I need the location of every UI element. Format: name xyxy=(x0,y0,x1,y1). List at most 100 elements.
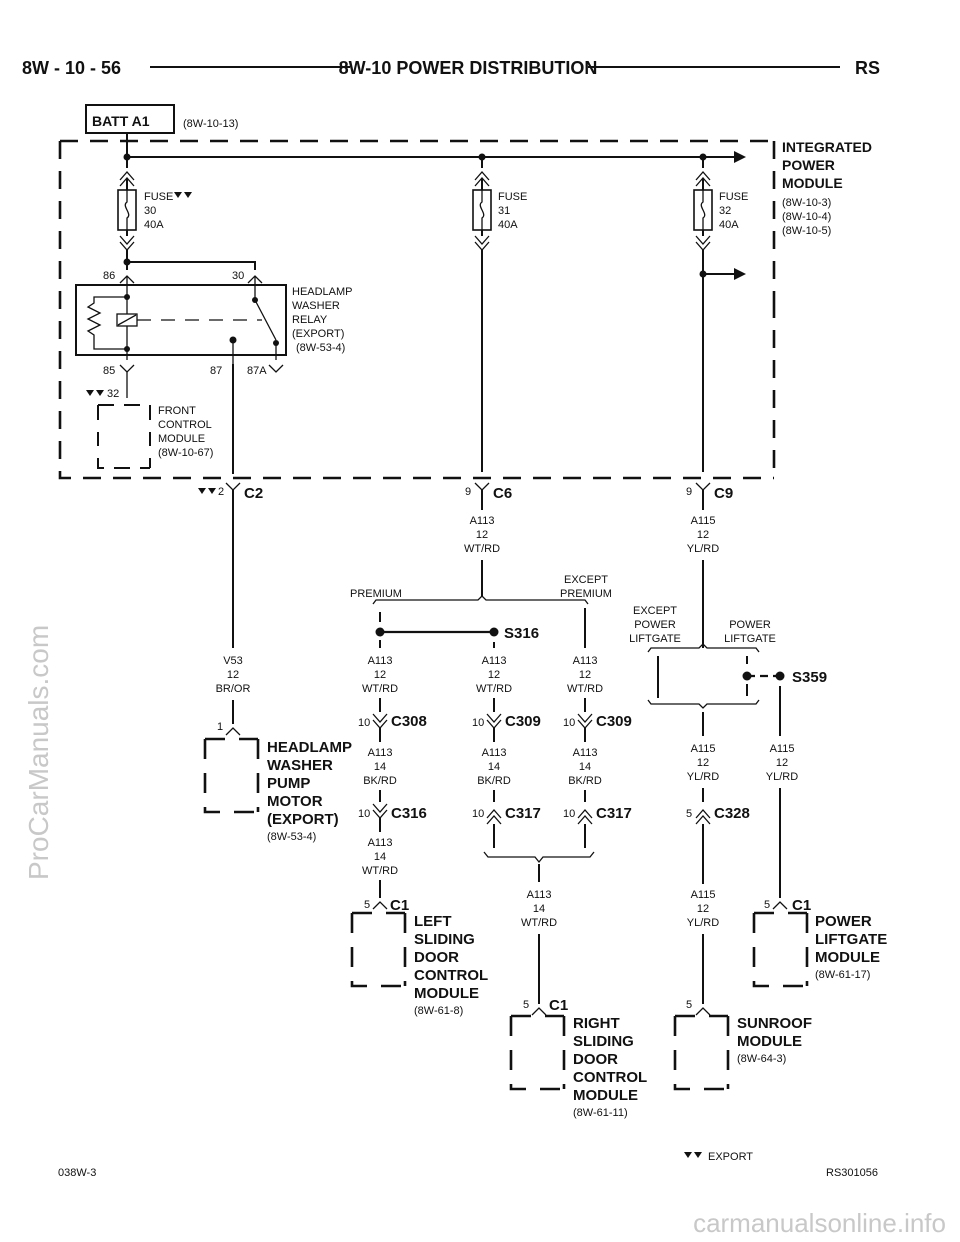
svg-text:CONTROL: CONTROL xyxy=(158,419,212,431)
svg-text:MOTOR: MOTOR xyxy=(267,793,323,810)
svg-text:C1: C1 xyxy=(792,897,811,914)
svg-text:30: 30 xyxy=(232,270,244,282)
svg-text:C317: C317 xyxy=(596,805,632,822)
svg-text:SUNROOF: SUNROOF xyxy=(737,1015,812,1032)
svg-text:14: 14 xyxy=(374,851,386,863)
connector-c316: 10 C316 xyxy=(358,803,427,822)
svg-text:MODULE: MODULE xyxy=(573,1087,638,1104)
svg-text:A113: A113 xyxy=(368,837,393,849)
front-control-module: 32 FRONT CONTROL MODULE (8W-10-67) xyxy=(86,372,213,469)
svg-text:10: 10 xyxy=(472,717,484,729)
ipm-boundary xyxy=(58,139,776,480)
svg-text:1: 1 xyxy=(217,721,223,733)
wire-prem-mid: A113 12 WT/RD xyxy=(476,655,512,695)
svg-text:5: 5 xyxy=(364,899,370,911)
svg-text:LIFTGATE: LIFTGATE xyxy=(724,633,776,645)
svg-text:BR/OR: BR/OR xyxy=(216,683,251,695)
svg-text:A113: A113 xyxy=(482,655,507,667)
svg-text:5: 5 xyxy=(686,999,692,1011)
svg-text:C9: C9 xyxy=(714,485,733,502)
connector-c308: 10 C308 xyxy=(358,713,427,730)
svg-text:14: 14 xyxy=(374,761,386,773)
svg-text:(8W-10-5): (8W-10-5) xyxy=(782,225,831,237)
svg-text:A113: A113 xyxy=(368,655,393,667)
svg-text:(EXPORT): (EXPORT) xyxy=(292,328,344,340)
svg-text:LEFT: LEFT xyxy=(414,913,452,930)
svg-text:C309: C309 xyxy=(505,713,541,730)
svg-text:PREMIUM: PREMIUM xyxy=(350,588,402,600)
svg-text:POWER: POWER xyxy=(634,619,676,631)
svg-text:EXCEPT: EXCEPT xyxy=(633,605,677,617)
svg-text:A115: A115 xyxy=(691,515,716,527)
svg-text:WT/RD: WT/RD xyxy=(362,683,398,695)
svg-text:(8W-10-67): (8W-10-67) xyxy=(158,447,213,459)
svg-text:BK/RD: BK/RD xyxy=(363,775,397,787)
wire-exc-prem: A113 12 WT/RD xyxy=(567,655,603,695)
liftgate-option-split: EXCEPT POWER LIFTGATE POWER LIFTGATE xyxy=(629,605,776,709)
header-page-number: 8W - 10 - 56 xyxy=(22,58,121,78)
batt-label: BATT A1 xyxy=(92,113,150,129)
svg-text:12: 12 xyxy=(579,669,591,681)
svg-text:MODULE: MODULE xyxy=(414,985,479,1002)
svg-text:12: 12 xyxy=(776,757,788,769)
svg-text:POWER: POWER xyxy=(729,619,771,631)
svg-text:POWER: POWER xyxy=(815,913,872,930)
svg-text:A113: A113 xyxy=(482,747,507,759)
svg-text:40A: 40A xyxy=(498,219,518,231)
svg-text:87: 87 xyxy=(210,365,222,377)
ipm-label: INTEGRATED POWER MODULE (8W-10-3) (8W-10… xyxy=(782,139,872,237)
svg-text:12: 12 xyxy=(697,757,709,769)
module-right-sliding-door: 5 C1 RIGHT SLIDING DOOR CONTROL MODULE (… xyxy=(509,997,647,1119)
svg-text:(8W-10-3): (8W-10-3) xyxy=(782,197,831,209)
footer-left-code: 038W-3 xyxy=(58,1167,96,1179)
connector-c317-left: 10 C317 xyxy=(472,805,541,825)
svg-text:WASHER: WASHER xyxy=(292,300,340,312)
svg-text:(8W-64-3): (8W-64-3) xyxy=(737,1053,786,1065)
svg-text:RIGHT: RIGHT xyxy=(573,1015,620,1032)
svg-text:A115: A115 xyxy=(691,889,716,901)
svg-text:YL/RD: YL/RD xyxy=(687,771,719,783)
svg-text:S316: S316 xyxy=(504,625,539,642)
svg-text:87A: 87A xyxy=(247,365,267,377)
svg-text:(8W-61-11): (8W-61-11) xyxy=(573,1107,628,1119)
svg-text:MODULE: MODULE xyxy=(158,433,205,445)
svg-text:14: 14 xyxy=(488,761,500,773)
svg-text:A113: A113 xyxy=(527,889,552,901)
svg-text:85: 85 xyxy=(103,365,115,377)
svg-text:5: 5 xyxy=(686,808,692,820)
svg-text:FUSE: FUSE xyxy=(498,191,527,203)
svg-text:MODULE: MODULE xyxy=(815,949,880,966)
svg-text:9: 9 xyxy=(465,486,471,498)
wire-plg: A115 12 YL/RD xyxy=(766,743,798,783)
svg-text:YL/RD: YL/RD xyxy=(687,917,719,929)
svg-text:32: 32 xyxy=(107,388,119,400)
svg-text:2: 2 xyxy=(218,486,224,498)
svg-text:C1: C1 xyxy=(549,997,568,1014)
svg-text:WT/RD: WT/RD xyxy=(521,917,557,929)
svg-text:C6: C6 xyxy=(493,485,512,502)
svg-text:(8W-53-4): (8W-53-4) xyxy=(296,342,345,354)
fuse-30: FUSE 30 40A xyxy=(117,157,192,262)
svg-text:C2: C2 xyxy=(244,485,263,502)
c317-merge xyxy=(483,824,595,882)
wire-c9-out: A115 12 YL/RD xyxy=(687,515,719,555)
fuse-31: FUSE 31 40A xyxy=(472,157,527,251)
svg-text:LIFTGATE: LIFTGATE xyxy=(629,633,681,645)
svg-text:WASHER: WASHER xyxy=(267,757,333,774)
svg-text:INTEGRATED: INTEGRATED xyxy=(782,139,872,155)
fuse-32: FUSE 32 40A xyxy=(693,157,748,251)
svg-text:CONTROL: CONTROL xyxy=(414,967,488,984)
svg-text:10: 10 xyxy=(358,808,370,820)
svg-text:YL/RD: YL/RD xyxy=(766,771,798,783)
splice-s316: S316 xyxy=(375,625,539,648)
svg-text:10: 10 xyxy=(563,717,575,729)
bottom-watermark: carmanualsonline.info xyxy=(693,1208,946,1238)
svg-text:40A: 40A xyxy=(144,219,164,231)
svg-text:9: 9 xyxy=(686,486,692,498)
svg-text:CONTROL: CONTROL xyxy=(573,1069,647,1086)
svg-text:HEADLAMP: HEADLAMP xyxy=(267,739,352,756)
svg-text:S359: S359 xyxy=(792,669,827,686)
svg-text:LIFTGATE: LIFTGATE xyxy=(815,931,887,948)
svg-text:C1: C1 xyxy=(390,897,409,914)
